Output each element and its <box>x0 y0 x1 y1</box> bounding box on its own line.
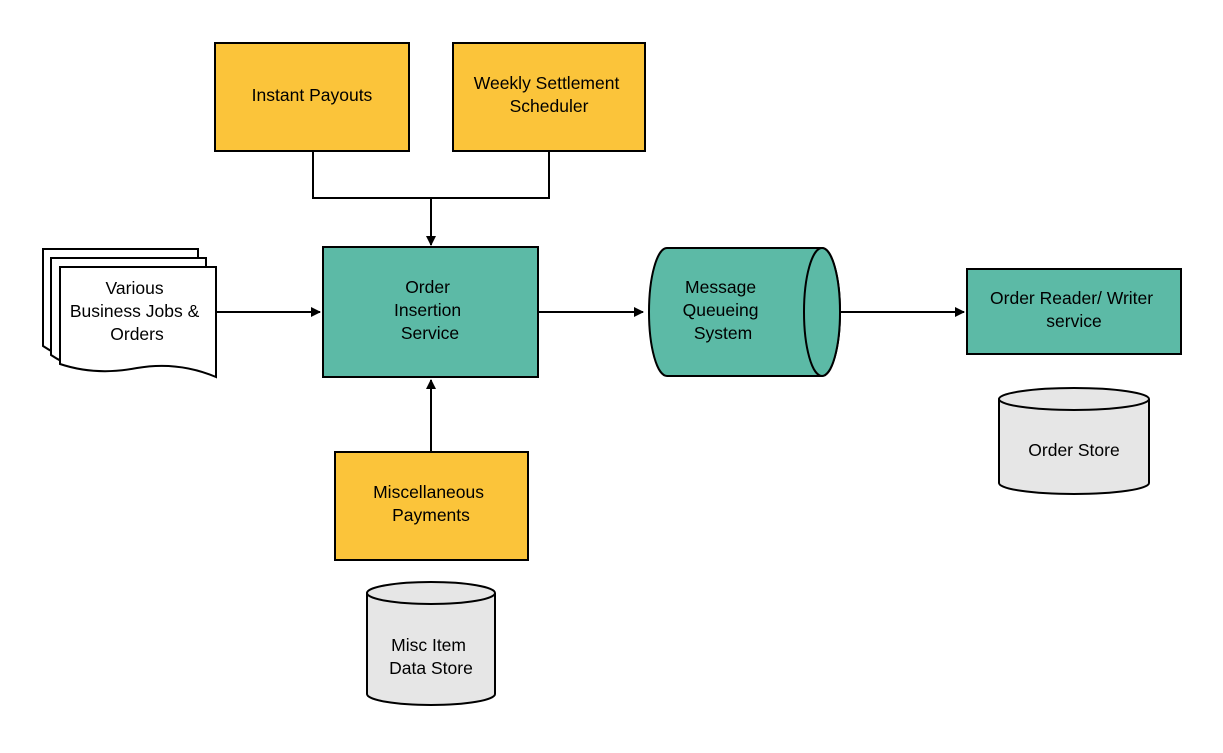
svg-text:Order Insertion Se: Order Insertion Service <box>394 277 466 343</box>
order-store-body <box>998 399 1150 495</box>
order-insertion-label-line-3: Service <box>401 323 459 343</box>
misc-data-store-node: Misc Item Data Store <box>366 581 496 706</box>
connector-instant-payouts <box>312 151 431 199</box>
weekly-settlement-box <box>452 42 646 152</box>
svg-text:Order Store: Order Store <box>1028 440 1119 460</box>
order-insertion-label-line-1: Order <box>405 277 450 297</box>
order-store-node: Order Store <box>998 387 1150 495</box>
order-insertion-node: Order Insertion Service <box>322 246 539 378</box>
order-insertion-label-line-2: Insertion <box>394 300 461 320</box>
misc-data-store-body <box>366 593 496 706</box>
order-store-top <box>998 387 1150 411</box>
instant-payouts-label-line-1: Instant Payouts <box>252 85 373 105</box>
svg-text:Weekly Settlement Schedu: Weekly Settlement Scheduler <box>474 73 624 116</box>
order-reader-writer-node: Order Reader/ Writer service <box>966 268 1182 355</box>
misc-payments-label-line-2: Payments <box>392 505 470 525</box>
svg-text:Misc Item Data Store: Misc Item Data Store <box>389 635 473 678</box>
svg-text:Instant Payouts: Instant Payouts <box>252 85 373 105</box>
order-reader-writer-label-line-1: Order Reader/ Writer <box>990 288 1153 308</box>
misc-payments-node: Miscellaneous Payments <box>334 451 529 561</box>
message-queue-label-line-1: Message <box>685 277 756 297</box>
message-queue-end-cap <box>803 247 841 377</box>
order-insertion-box <box>322 246 539 378</box>
misc-data-store-label-line-2: Data Store <box>389 658 473 678</box>
svg-text:Message Queueing S: Message Queueing System <box>683 277 764 343</box>
business-jobs-node: Various Business Jobs & Orders <box>42 248 217 379</box>
message-queue-label-line-3: System <box>694 323 752 343</box>
business-jobs-label-line-2: Business Jobs & <box>70 301 200 321</box>
svg-text:Order Reader/ Writer ser: Order Reader/ Writer service <box>990 288 1158 331</box>
misc-payments-label-line-1: Miscellaneous <box>373 482 484 502</box>
message-queue-label-line-2: Queueing <box>683 300 759 320</box>
misc-data-store-top <box>366 581 496 605</box>
instant-payouts-box <box>214 42 410 152</box>
order-reader-writer-box <box>966 268 1182 355</box>
misc-payments-box <box>334 451 529 561</box>
weekly-settlement-label-line-2: Scheduler <box>510 96 589 116</box>
weekly-settlement-label-line-1: Weekly Settlement <box>474 73 620 93</box>
misc-data-store-label-line-1: Misc Item <box>391 635 466 655</box>
instant-payouts-node: Instant Payouts <box>214 42 410 152</box>
svg-text:Miscellaneous Payments: Miscellaneous Payments <box>373 482 489 525</box>
document-sheet-front <box>59 266 217 379</box>
connectors <box>216 151 965 452</box>
business-jobs-label-line-3: Orders <box>110 324 164 344</box>
svg-text:Various Business Jobs &: Various Business Jobs & Orders <box>70 278 204 344</box>
business-jobs-label-line-1: Various <box>106 278 164 298</box>
order-reader-writer-label-line-2: service <box>1046 311 1101 331</box>
connector-weekly-settlement <box>431 151 550 199</box>
weekly-settlement-node: Weekly Settlement Scheduler <box>452 42 646 152</box>
message-queue-node: Message Queueing System <box>648 247 841 377</box>
order-store-label-line-1: Order Store <box>1028 440 1119 460</box>
